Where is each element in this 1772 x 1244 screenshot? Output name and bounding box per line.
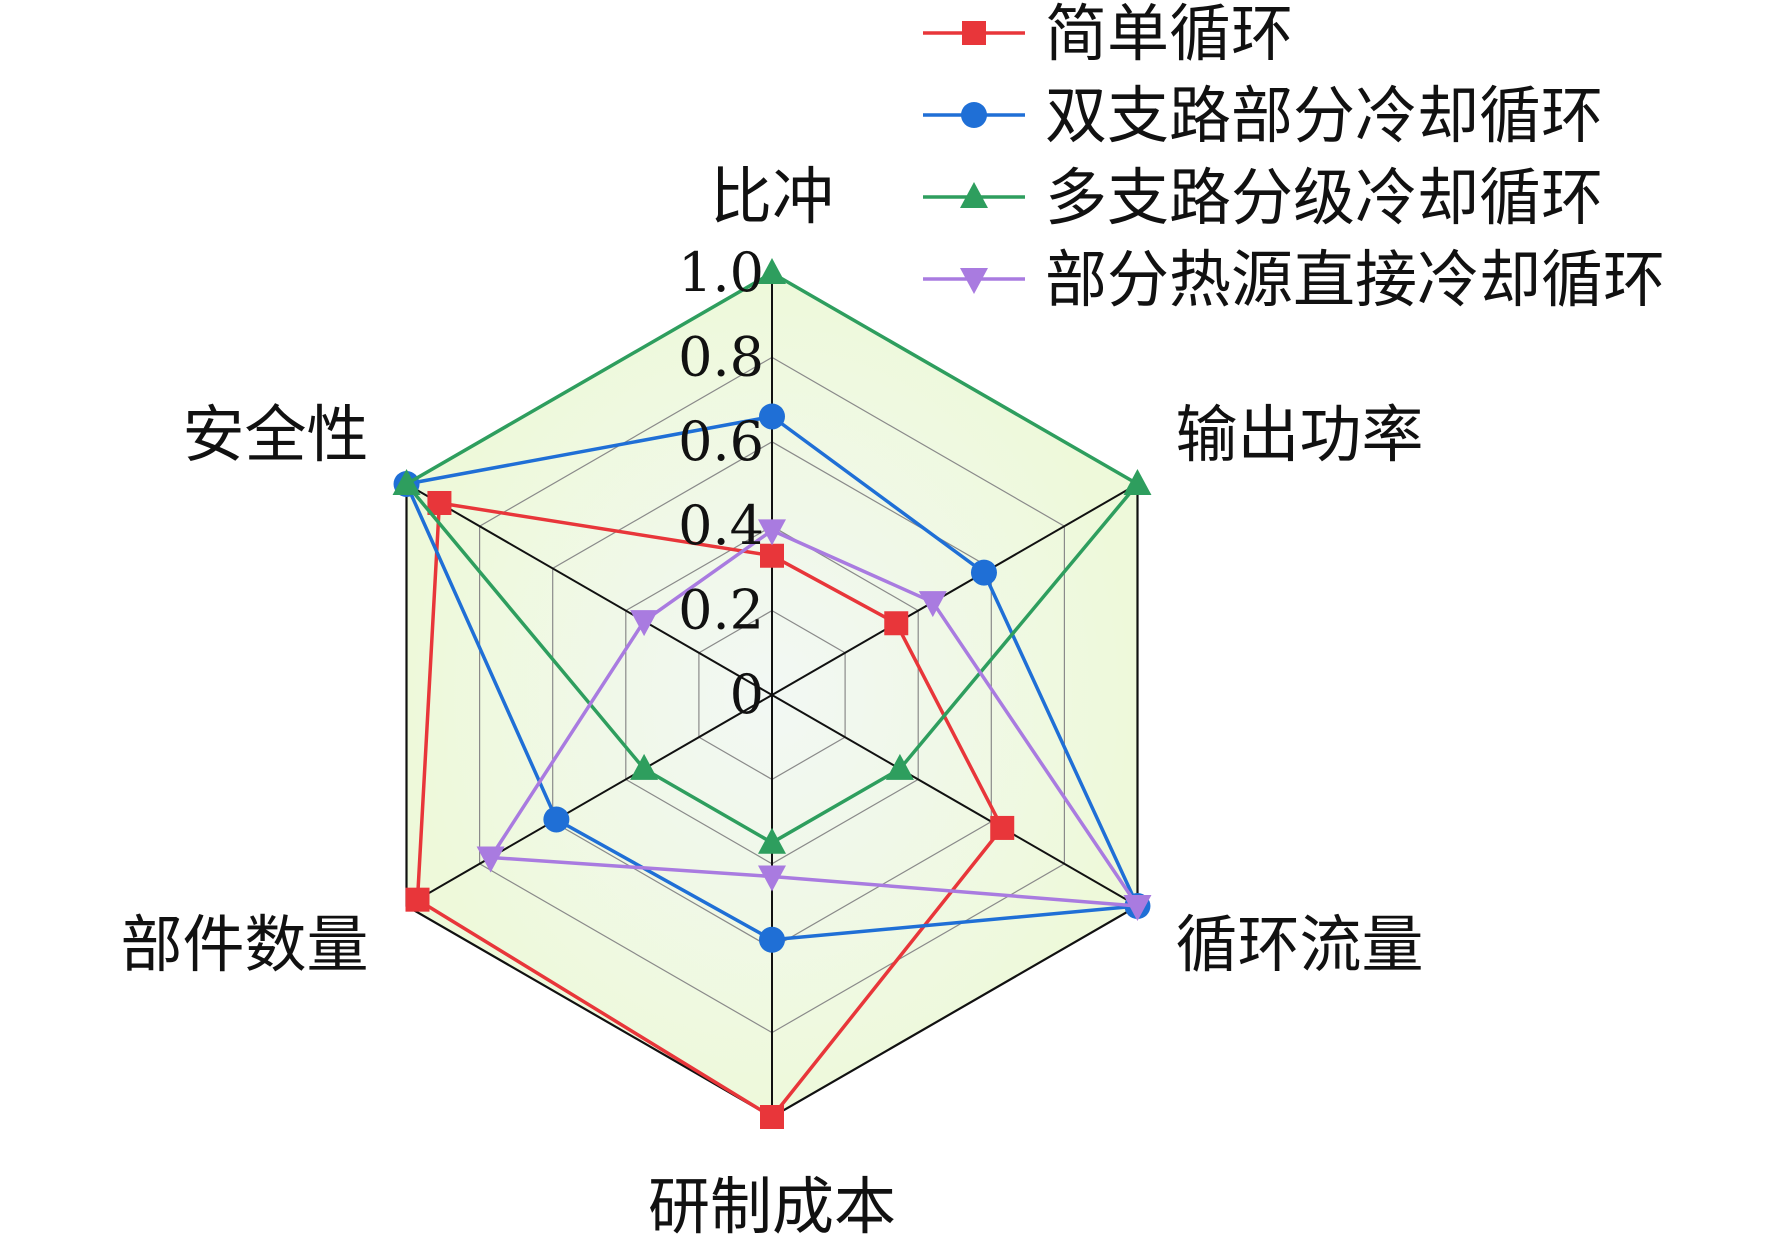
legend-label: 部分热源直接冷却循环: [1045, 243, 1665, 316]
data-point-square: [405, 887, 430, 912]
legend-item: 简单循环: [923, 0, 1293, 70]
axis-spoke: [771, 694, 1138, 907]
legend-label: 双支路部分冷却循环: [1045, 79, 1603, 152]
axis-label: 研制成本: [648, 1170, 896, 1243]
data-point-square: [760, 1105, 784, 1129]
data-point-circle: [970, 559, 997, 586]
radar-spokes: [406, 273, 1138, 1117]
legend-item: 多支路分级冷却循环: [923, 161, 1603, 234]
axis-label: 安全性: [182, 398, 368, 471]
tick-label: 0.4: [678, 494, 764, 557]
data-point-triangle-down: [758, 519, 786, 546]
axis-spoke: [771, 483, 1138, 696]
axis-label: 部件数量: [120, 908, 368, 981]
radar-series: [392, 258, 1152, 1129]
series-3: [476, 519, 1152, 921]
radial-tick-labels: 0 0.2 0.4 0.6 0.8 1.0: [678, 241, 764, 726]
data-point-triangle-down: [476, 846, 505, 873]
data-point-triangle-down: [960, 268, 988, 294]
data-point-circle: [759, 926, 785, 953]
data-point-triangle-up: [960, 182, 988, 208]
data-point-circle: [759, 403, 785, 430]
series-2: [392, 258, 1152, 854]
data-point-triangle-down: [918, 591, 947, 618]
tick-label: 0.6: [678, 410, 764, 473]
axis-label: 输出功率: [1176, 398, 1424, 471]
data-point-triangle-up: [1123, 469, 1152, 495]
data-point-triangle-up: [885, 753, 914, 780]
data-point-circle: [543, 806, 570, 833]
axis-spoke: [406, 483, 773, 696]
tick-label: 1.0: [678, 241, 764, 304]
tick-label: 0.2: [678, 579, 764, 642]
legend-item: 部分热源直接冷却循环: [923, 243, 1665, 316]
data-point-triangle-down: [758, 865, 786, 892]
legend-label: 多支路分级冷却循环: [1045, 161, 1603, 234]
data-point-triangle-up: [392, 469, 421, 495]
data-point-triangle-up: [758, 827, 786, 854]
series-0: [405, 490, 1015, 1129]
data-point-triangle-down: [630, 610, 659, 637]
tick-label: 0: [730, 663, 764, 726]
data-point-square: [962, 21, 986, 45]
data-point-triangle-down: [1123, 895, 1152, 921]
legend-label: 简单循环: [1045, 0, 1293, 70]
axis-label: 比冲: [710, 160, 834, 233]
axis-label: 循环流量: [1176, 908, 1424, 981]
data-point-triangle-up: [630, 753, 659, 780]
tick-label: 0.8: [678, 325, 764, 388]
axis-spoke: [406, 694, 773, 907]
data-point-triangle-up: [758, 258, 786, 284]
data-point-square: [760, 543, 784, 568]
data-point-square: [884, 611, 909, 636]
legend-item: 双支路部分冷却循环: [923, 79, 1603, 152]
data-point-square: [990, 815, 1015, 840]
data-point-circle: [961, 102, 987, 128]
data-point-square: [427, 490, 452, 515]
